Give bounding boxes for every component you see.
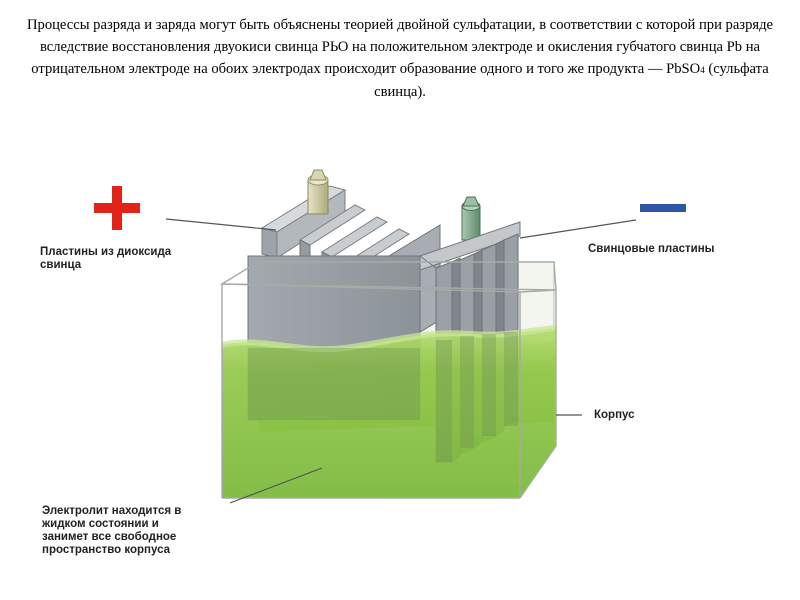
positive-terminal bbox=[307, 169, 329, 215]
leader-positive bbox=[165, 218, 277, 231]
label-electrolyte: Электролит находится в жидком состоянии … bbox=[42, 505, 182, 556]
plates-through-liquid bbox=[248, 332, 518, 462]
leader-lines bbox=[165, 218, 637, 504]
electrolyte-front bbox=[222, 328, 556, 498]
leader-electrolyte bbox=[229, 467, 323, 504]
label-lead-plates: Свинцовые пластины bbox=[588, 243, 715, 255]
liquid-surface bbox=[221, 325, 557, 353]
leader-lead bbox=[519, 219, 637, 239]
label-positive-plates: Пластины из диоксида свинца bbox=[40, 246, 172, 271]
minus-sign-icon bbox=[640, 204, 686, 212]
plus-bar-vertical bbox=[112, 186, 122, 230]
negative-terminal bbox=[461, 196, 481, 241]
plus-sign-icon bbox=[94, 186, 140, 230]
intro-text-end: (сульфата свинца). bbox=[374, 61, 769, 100]
case-outline bbox=[219, 261, 557, 499]
intro-paragraph: Процессы разряда и заряда могут быть объ… bbox=[10, 14, 790, 103]
label-case: Корпус bbox=[594, 409, 635, 421]
intro-text: Процессы разряда и заряда могут быть объ… bbox=[26, 17, 773, 77]
formula-subscript: 4 bbox=[700, 65, 705, 75]
